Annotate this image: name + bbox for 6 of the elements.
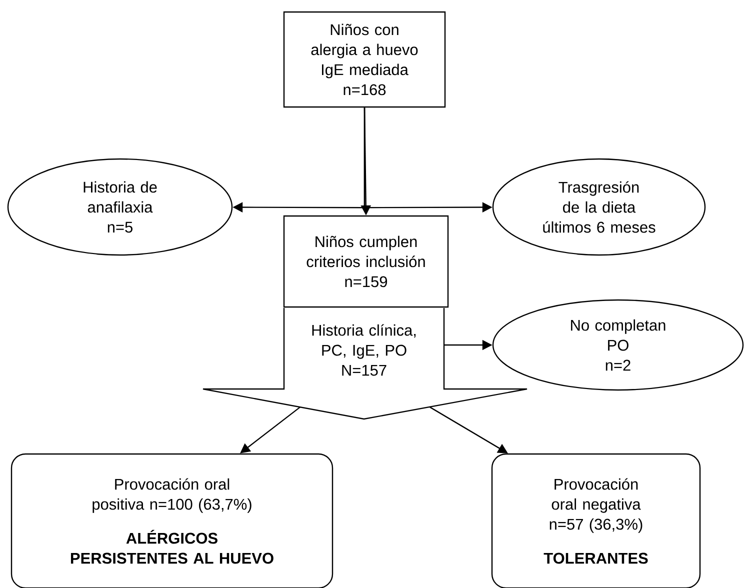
arrow [240, 406, 300, 454]
process-box: Niños cumplen criterios inclusión n=159 [283, 215, 449, 308]
result-box: Provocación oral positiva n=100 (63,7%) ALÉRGICOS PERSISTENTES AL HUEVO [10, 453, 334, 588]
pointed-box: Historia clínica, PC, IgE, PO N=157 [202, 307, 528, 420]
process-box: Niños con alergia a huevo IgE mediada n=168 [283, 11, 446, 108]
result-box: Provocación oral negativa n=57 (36,3%) TOLERANTES [491, 453, 701, 588]
